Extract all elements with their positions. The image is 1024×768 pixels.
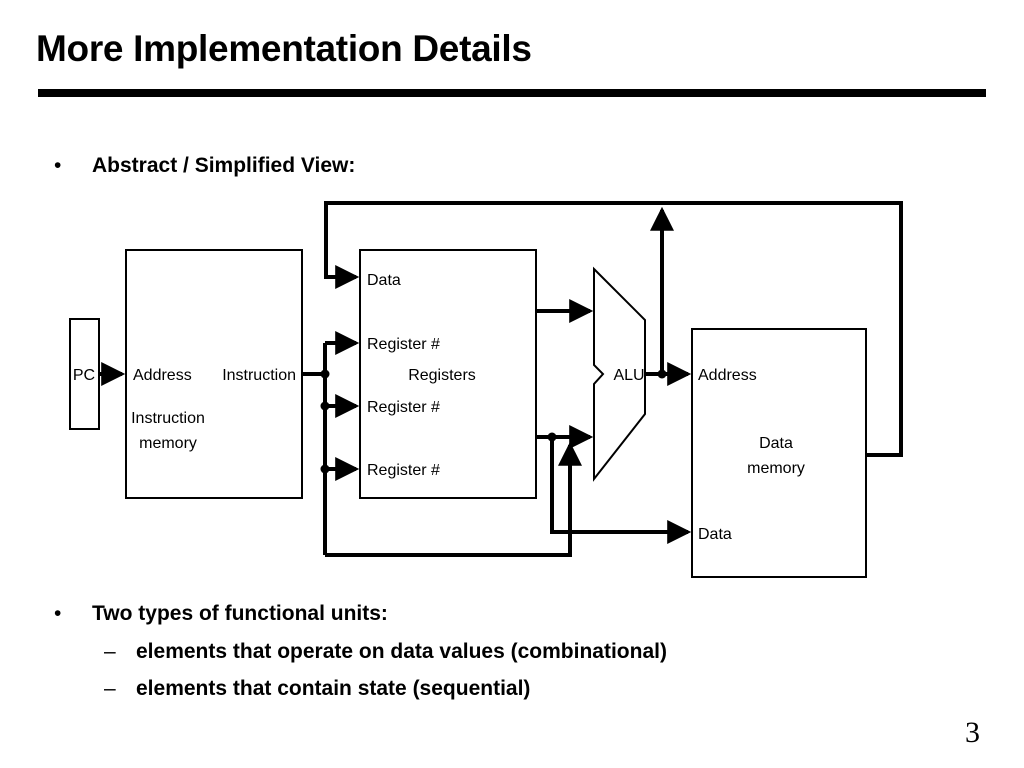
wire-reg-to-data-memory — [550, 437, 692, 544]
bullet-marker: • — [54, 154, 62, 177]
dmem-data-label: Data — [698, 526, 732, 543]
pc-label: PC — [73, 367, 95, 384]
junction-dot — [657, 369, 667, 379]
imem-address-label: Address — [133, 367, 192, 384]
wire-writeback — [324, 201, 903, 457]
subbullet-marker: – — [104, 640, 116, 663]
bullet-marker: • — [54, 602, 62, 625]
slide-title: More Implementation Details — [36, 28, 532, 69]
junction-dot — [320, 369, 330, 379]
instruction-memory-box — [125, 249, 303, 499]
imem-name-line1: Instruction — [131, 410, 205, 427]
bullet-text: Abstract / Simplified View: — [92, 154, 356, 177]
imem-instruction-label: Instruction — [222, 367, 296, 384]
dmem-name-line2: memory — [747, 460, 805, 477]
reg-regnum2-label: Register # — [367, 399, 440, 416]
registers-box — [359, 249, 537, 499]
dmem-address-label: Address — [698, 367, 757, 384]
reg-regnum3-label: Register # — [367, 462, 440, 479]
wire-junctions — [320, 369, 667, 474]
dmem-name-line1: Data — [759, 435, 793, 452]
alu-label: ALU — [613, 367, 644, 384]
subbullet-text: elements that contain state (sequential) — [136, 677, 531, 700]
junction-dot — [320, 464, 330, 474]
page-number: 3 — [965, 716, 980, 749]
reg-data-label: Data — [367, 272, 401, 289]
junction-dot — [547, 432, 557, 442]
reg-regnum1-label: Register # — [367, 336, 440, 353]
pc-box — [69, 318, 100, 430]
subbullet-marker: – — [104, 677, 116, 700]
datapath-wires — [99, 201, 903, 557]
title-rule — [38, 89, 986, 97]
alu-shape — [593, 266, 646, 482]
imem-name-line2: memory — [139, 435, 197, 452]
junction-dot — [320, 401, 330, 411]
bullet-text: Two types of functional units: — [92, 602, 388, 625]
subbullet-text: elements that operate on data values (co… — [136, 640, 667, 663]
wire-instruction-to-alu-input — [325, 441, 582, 557]
registers-name: Registers — [408, 367, 476, 384]
